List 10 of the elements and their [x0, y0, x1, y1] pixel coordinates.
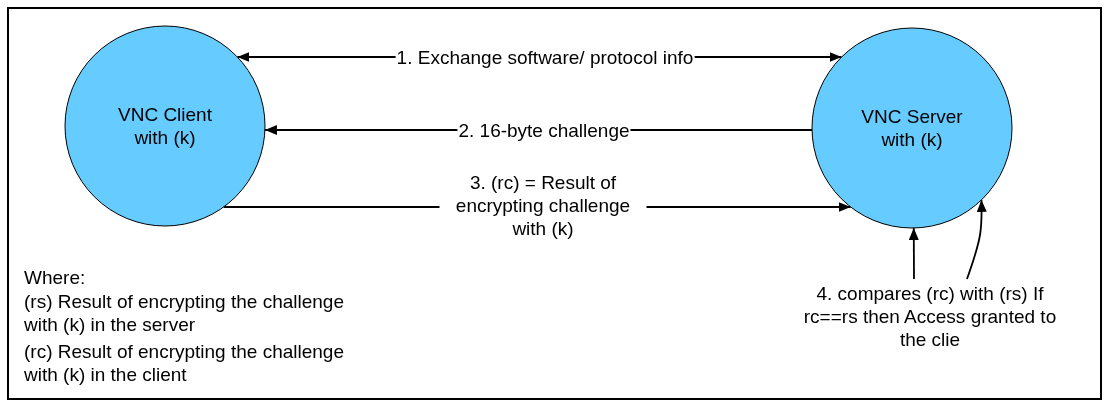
arrow: [966, 199, 987, 280]
note-text: Where:: [24, 266, 87, 289]
node-label: VNC Server with (k): [860, 105, 964, 151]
arrow: [908, 227, 919, 280]
node-label: VNC Client with (k): [117, 103, 213, 149]
node-circle: [811, 27, 1013, 229]
note-text: 4. compares (rc) with (rs) If rc==rs then Access granted to the clie: [802, 282, 1058, 351]
note-text: (rc) Result of encrypting the challenge with (k) in the client: [24, 340, 345, 386]
node-circle: [64, 25, 266, 227]
note-text: (rs) Result of encrypting the challenge with (k) in the server: [24, 290, 345, 336]
